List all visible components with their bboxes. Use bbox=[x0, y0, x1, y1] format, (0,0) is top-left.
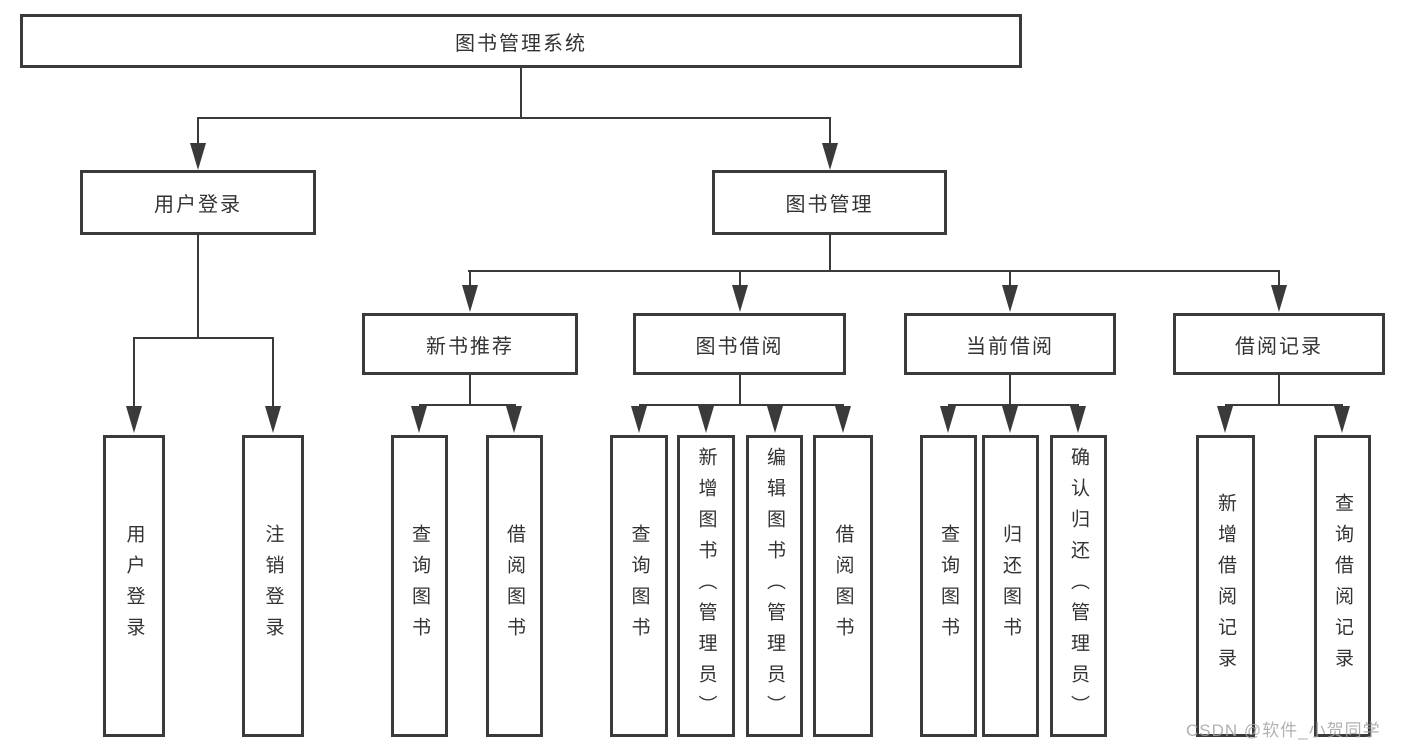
node-label: 确认归还（管理员） bbox=[1068, 446, 1089, 726]
connector-line bbox=[1278, 272, 1280, 286]
connector-line bbox=[469, 375, 471, 405]
node-borrowing-records: 借阅记录 bbox=[1173, 313, 1385, 375]
connector-line bbox=[1009, 272, 1011, 286]
connector-line bbox=[133, 339, 135, 407]
node-label: 编辑图书（管理员） bbox=[764, 446, 785, 726]
connector-line bbox=[133, 337, 274, 339]
connector-arrow-icon bbox=[462, 285, 478, 312]
node-label: 借阅图书 bbox=[504, 524, 525, 648]
connector-line bbox=[829, 235, 831, 271]
connector-line bbox=[829, 119, 831, 145]
connector-arrow-icon bbox=[265, 406, 281, 433]
connector-line bbox=[419, 404, 516, 406]
node-query-books-recommend: 查询图书 bbox=[391, 435, 448, 737]
node-label: 查询图书 bbox=[628, 524, 650, 648]
node-edit-book-admin: 编辑图书（管理员） bbox=[746, 435, 803, 737]
node-label: 借阅图书 bbox=[832, 524, 854, 648]
connector-arrow-icon bbox=[940, 406, 956, 433]
node-add-borrow-record: 新增借阅记录 bbox=[1196, 435, 1255, 737]
node-query-borrow-record: 查询借阅记录 bbox=[1314, 435, 1371, 737]
connector-arrow-icon bbox=[767, 406, 783, 433]
node-label: 新增借阅记录 bbox=[1215, 493, 1236, 679]
connector-arrow-icon bbox=[1002, 406, 1018, 433]
watermark: CSDN @软件_小贺同学 bbox=[1186, 721, 1381, 740]
connector-arrow-icon bbox=[190, 143, 206, 170]
node-label: 新增图书（管理员） bbox=[695, 446, 717, 726]
node-borrow-books-borrowing: 借阅图书 bbox=[813, 435, 873, 737]
node-query-books-borrowing: 查询图书 bbox=[610, 435, 668, 737]
connector-arrow-icon bbox=[732, 285, 748, 312]
node-library-management-system: 图书管理系统 bbox=[20, 14, 1022, 68]
node-label: 用户登录 bbox=[123, 524, 145, 648]
node-borrow-books-recommend: 借阅图书 bbox=[486, 435, 543, 737]
node-label: 查询借阅记录 bbox=[1332, 493, 1353, 679]
connector-line bbox=[469, 272, 471, 286]
connector-arrow-icon bbox=[698, 406, 714, 433]
connector-line bbox=[948, 404, 1079, 406]
node-confirm-return-admin: 确认归还（管理员） bbox=[1050, 435, 1107, 737]
connector-arrow-icon bbox=[631, 406, 647, 433]
node-return-books: 归还图书 bbox=[982, 435, 1039, 737]
connector-line bbox=[1225, 404, 1343, 406]
node-add-book-admin: 新增图书（管理员） bbox=[677, 435, 735, 737]
node-query-books-current: 查询图书 bbox=[920, 435, 977, 737]
node-user-login-action: 用户登录 bbox=[103, 435, 165, 737]
node-logout: 注销登录 bbox=[242, 435, 304, 737]
connector-line bbox=[739, 272, 741, 286]
connector-line bbox=[272, 339, 274, 407]
connector-line bbox=[197, 117, 831, 119]
node-user-login: 用户登录 bbox=[80, 170, 316, 235]
connector-line bbox=[197, 119, 199, 145]
node-book-borrowing: 图书借阅 bbox=[633, 313, 846, 375]
connector-arrow-icon bbox=[411, 406, 427, 433]
connector-line bbox=[520, 68, 522, 118]
connector-arrow-icon bbox=[1271, 285, 1287, 312]
connector-line bbox=[197, 235, 199, 338]
connector-line bbox=[1278, 375, 1280, 405]
connector-arrow-icon bbox=[126, 406, 142, 433]
connector-arrow-icon bbox=[1002, 285, 1018, 312]
node-label: 归还图书 bbox=[1000, 524, 1021, 648]
node-book-management: 图书管理 bbox=[712, 170, 947, 235]
node-current-borrowing: 当前借阅 bbox=[904, 313, 1116, 375]
connector-line bbox=[468, 270, 1280, 272]
connector-arrow-icon bbox=[835, 406, 851, 433]
connector-arrow-icon bbox=[506, 406, 522, 433]
node-label: 注销登录 bbox=[262, 524, 284, 648]
node-label: 查询图书 bbox=[409, 524, 430, 648]
connector-arrow-icon bbox=[1070, 406, 1086, 433]
node-label: 查询图书 bbox=[938, 524, 959, 648]
connector-arrow-icon bbox=[822, 143, 838, 170]
connector-line bbox=[739, 375, 741, 405]
node-new-book-recommendation: 新书推荐 bbox=[362, 313, 578, 375]
connector-arrow-icon bbox=[1334, 406, 1350, 433]
connector-line bbox=[639, 404, 844, 406]
connector-arrow-icon bbox=[1217, 406, 1233, 433]
connector-line bbox=[1009, 375, 1011, 405]
